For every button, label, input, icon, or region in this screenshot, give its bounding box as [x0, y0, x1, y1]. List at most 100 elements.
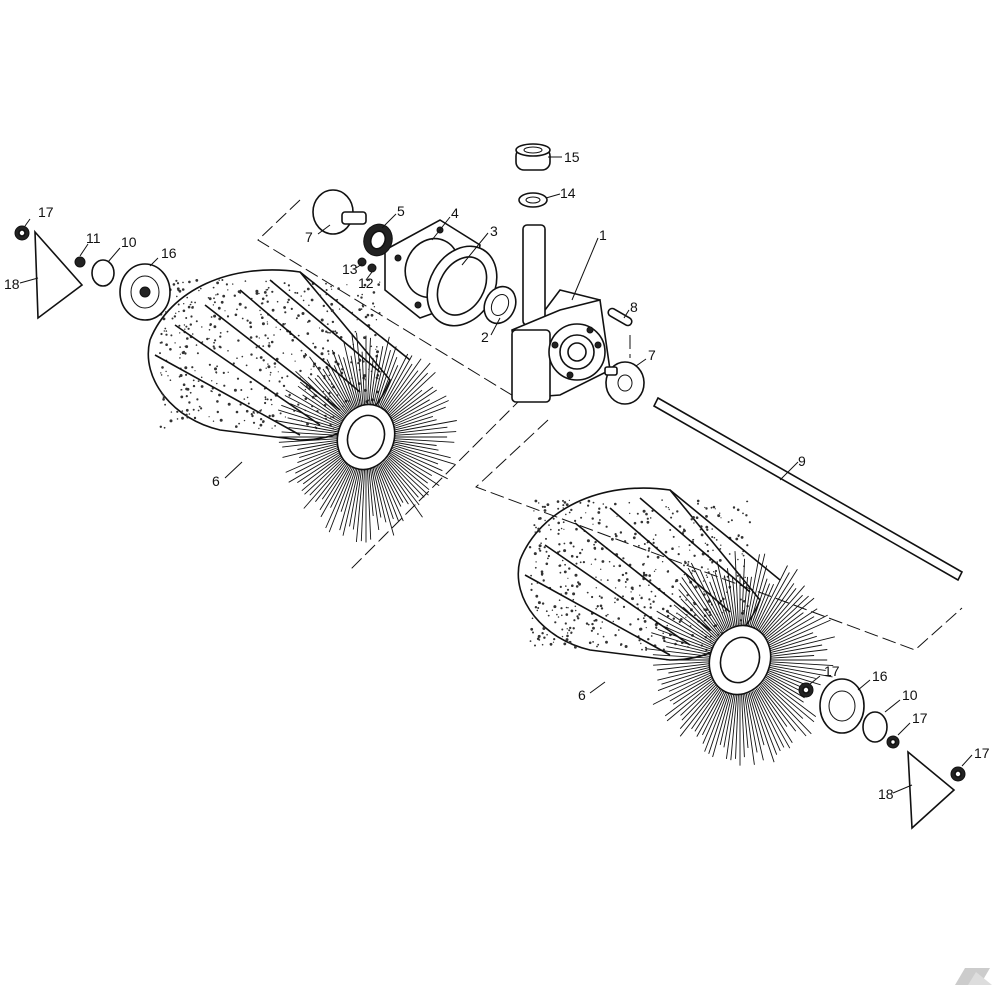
brush-speckle [672, 617, 675, 620]
end-cap-16-right [819, 678, 865, 734]
brush-speckle [535, 526, 537, 529]
brush-speckle [605, 640, 608, 644]
brush-speckle [645, 648, 648, 651]
brush-speckle [213, 301, 216, 304]
brush-speckle [664, 550, 668, 554]
brush-bristle [750, 692, 775, 763]
brush-bristle [726, 568, 736, 626]
brush-speckle [267, 363, 269, 365]
brush-speckle [652, 600, 655, 603]
brush-speckle [216, 293, 219, 296]
brush-speckle [595, 587, 597, 589]
brush-speckle [586, 591, 589, 594]
brush-bristle [712, 692, 732, 758]
brush-bristle [753, 690, 781, 752]
brush-bristle [393, 438, 455, 443]
brush-speckle [271, 414, 275, 418]
brush-speckle [180, 395, 184, 399]
brush-speckle [271, 403, 273, 406]
brush-speckle [259, 309, 261, 312]
brush-speckle [577, 581, 580, 584]
brush-speckle [590, 563, 593, 565]
brush-speckle [574, 645, 577, 649]
callout-14: 14 [560, 185, 576, 201]
brush-speckle [322, 390, 325, 393]
brush-speckle [541, 602, 545, 605]
brush-speckle [625, 572, 628, 575]
brush-speckle [249, 325, 253, 329]
brush-speckle [235, 410, 239, 414]
brush-bristle [285, 448, 341, 473]
brush-speckle [185, 408, 189, 412]
brush-speckle [565, 606, 568, 609]
brush-speckle [319, 294, 322, 297]
brush-speckle [330, 417, 332, 419]
brush-bristle [356, 332, 364, 406]
brush-bristle [282, 439, 339, 448]
brush-speckle [245, 409, 249, 413]
brush-speckle [303, 354, 306, 358]
brush-speckle [720, 517, 722, 519]
brush-speckle [194, 370, 196, 372]
brush-speckle [540, 570, 544, 573]
brush-speckle [213, 325, 217, 329]
brush-speckle [598, 507, 601, 510]
brush-bristle [657, 617, 713, 647]
brush-speckle [564, 563, 566, 566]
brush-speckle [288, 394, 291, 397]
brush-speckle [253, 412, 255, 414]
brush-speckle [261, 297, 265, 301]
brush-speckle [185, 395, 188, 398]
brush-speckle [379, 281, 381, 283]
brush-speckle [265, 294, 268, 297]
brush-bristle [668, 664, 711, 674]
brush-speckle [674, 580, 677, 583]
brush-speckle [693, 522, 695, 524]
brush-speckle [706, 543, 709, 546]
brush-speckle [742, 610, 745, 612]
brush-speckle [626, 578, 629, 581]
brush-speckle [582, 561, 586, 564]
brush-bristle [342, 467, 360, 536]
brush-speckle [267, 337, 269, 340]
brush-speckle [562, 499, 564, 502]
brush-bristle [333, 365, 354, 409]
brush-speckle [672, 535, 675, 538]
brush-speckle [201, 326, 203, 328]
brush-speckle [562, 507, 564, 509]
brush-speckle [575, 585, 579, 588]
brush-speckle [270, 398, 273, 401]
brush-speckle [528, 546, 532, 549]
brush-speckle [551, 609, 554, 611]
brush-speckle [188, 401, 191, 404]
brush-speckle [250, 413, 253, 416]
brush-speckle [534, 644, 536, 647]
brush-speckle [213, 347, 216, 350]
brush-speckle [563, 528, 565, 530]
brush-bristle [766, 616, 815, 645]
brush-speckle [179, 357, 181, 359]
brush-speckle [560, 607, 563, 610]
brush-speckle [662, 632, 664, 635]
brush-speckle [183, 303, 185, 305]
brush-bristle [392, 415, 434, 430]
brush-speckle [532, 631, 534, 634]
brush-speckle [165, 333, 168, 336]
brush-speckle [377, 283, 381, 286]
brush-speckle [210, 316, 213, 318]
brush-speckle [165, 311, 167, 313]
brush-speckle [606, 579, 609, 581]
brush-speckle [211, 380, 213, 382]
brush-speckle [234, 313, 238, 317]
brush-bristle [681, 682, 719, 721]
brush-speckle [569, 541, 573, 545]
brush-speckle [600, 627, 602, 629]
brush-speckle [545, 537, 547, 540]
brush-speckle [642, 617, 645, 620]
brush-speckle [262, 359, 265, 362]
brush-speckle [302, 299, 305, 302]
brush-speckle [279, 328, 282, 331]
brush-speckle [179, 353, 181, 355]
brush-speckle [689, 549, 691, 551]
brush-bristle [761, 594, 803, 638]
